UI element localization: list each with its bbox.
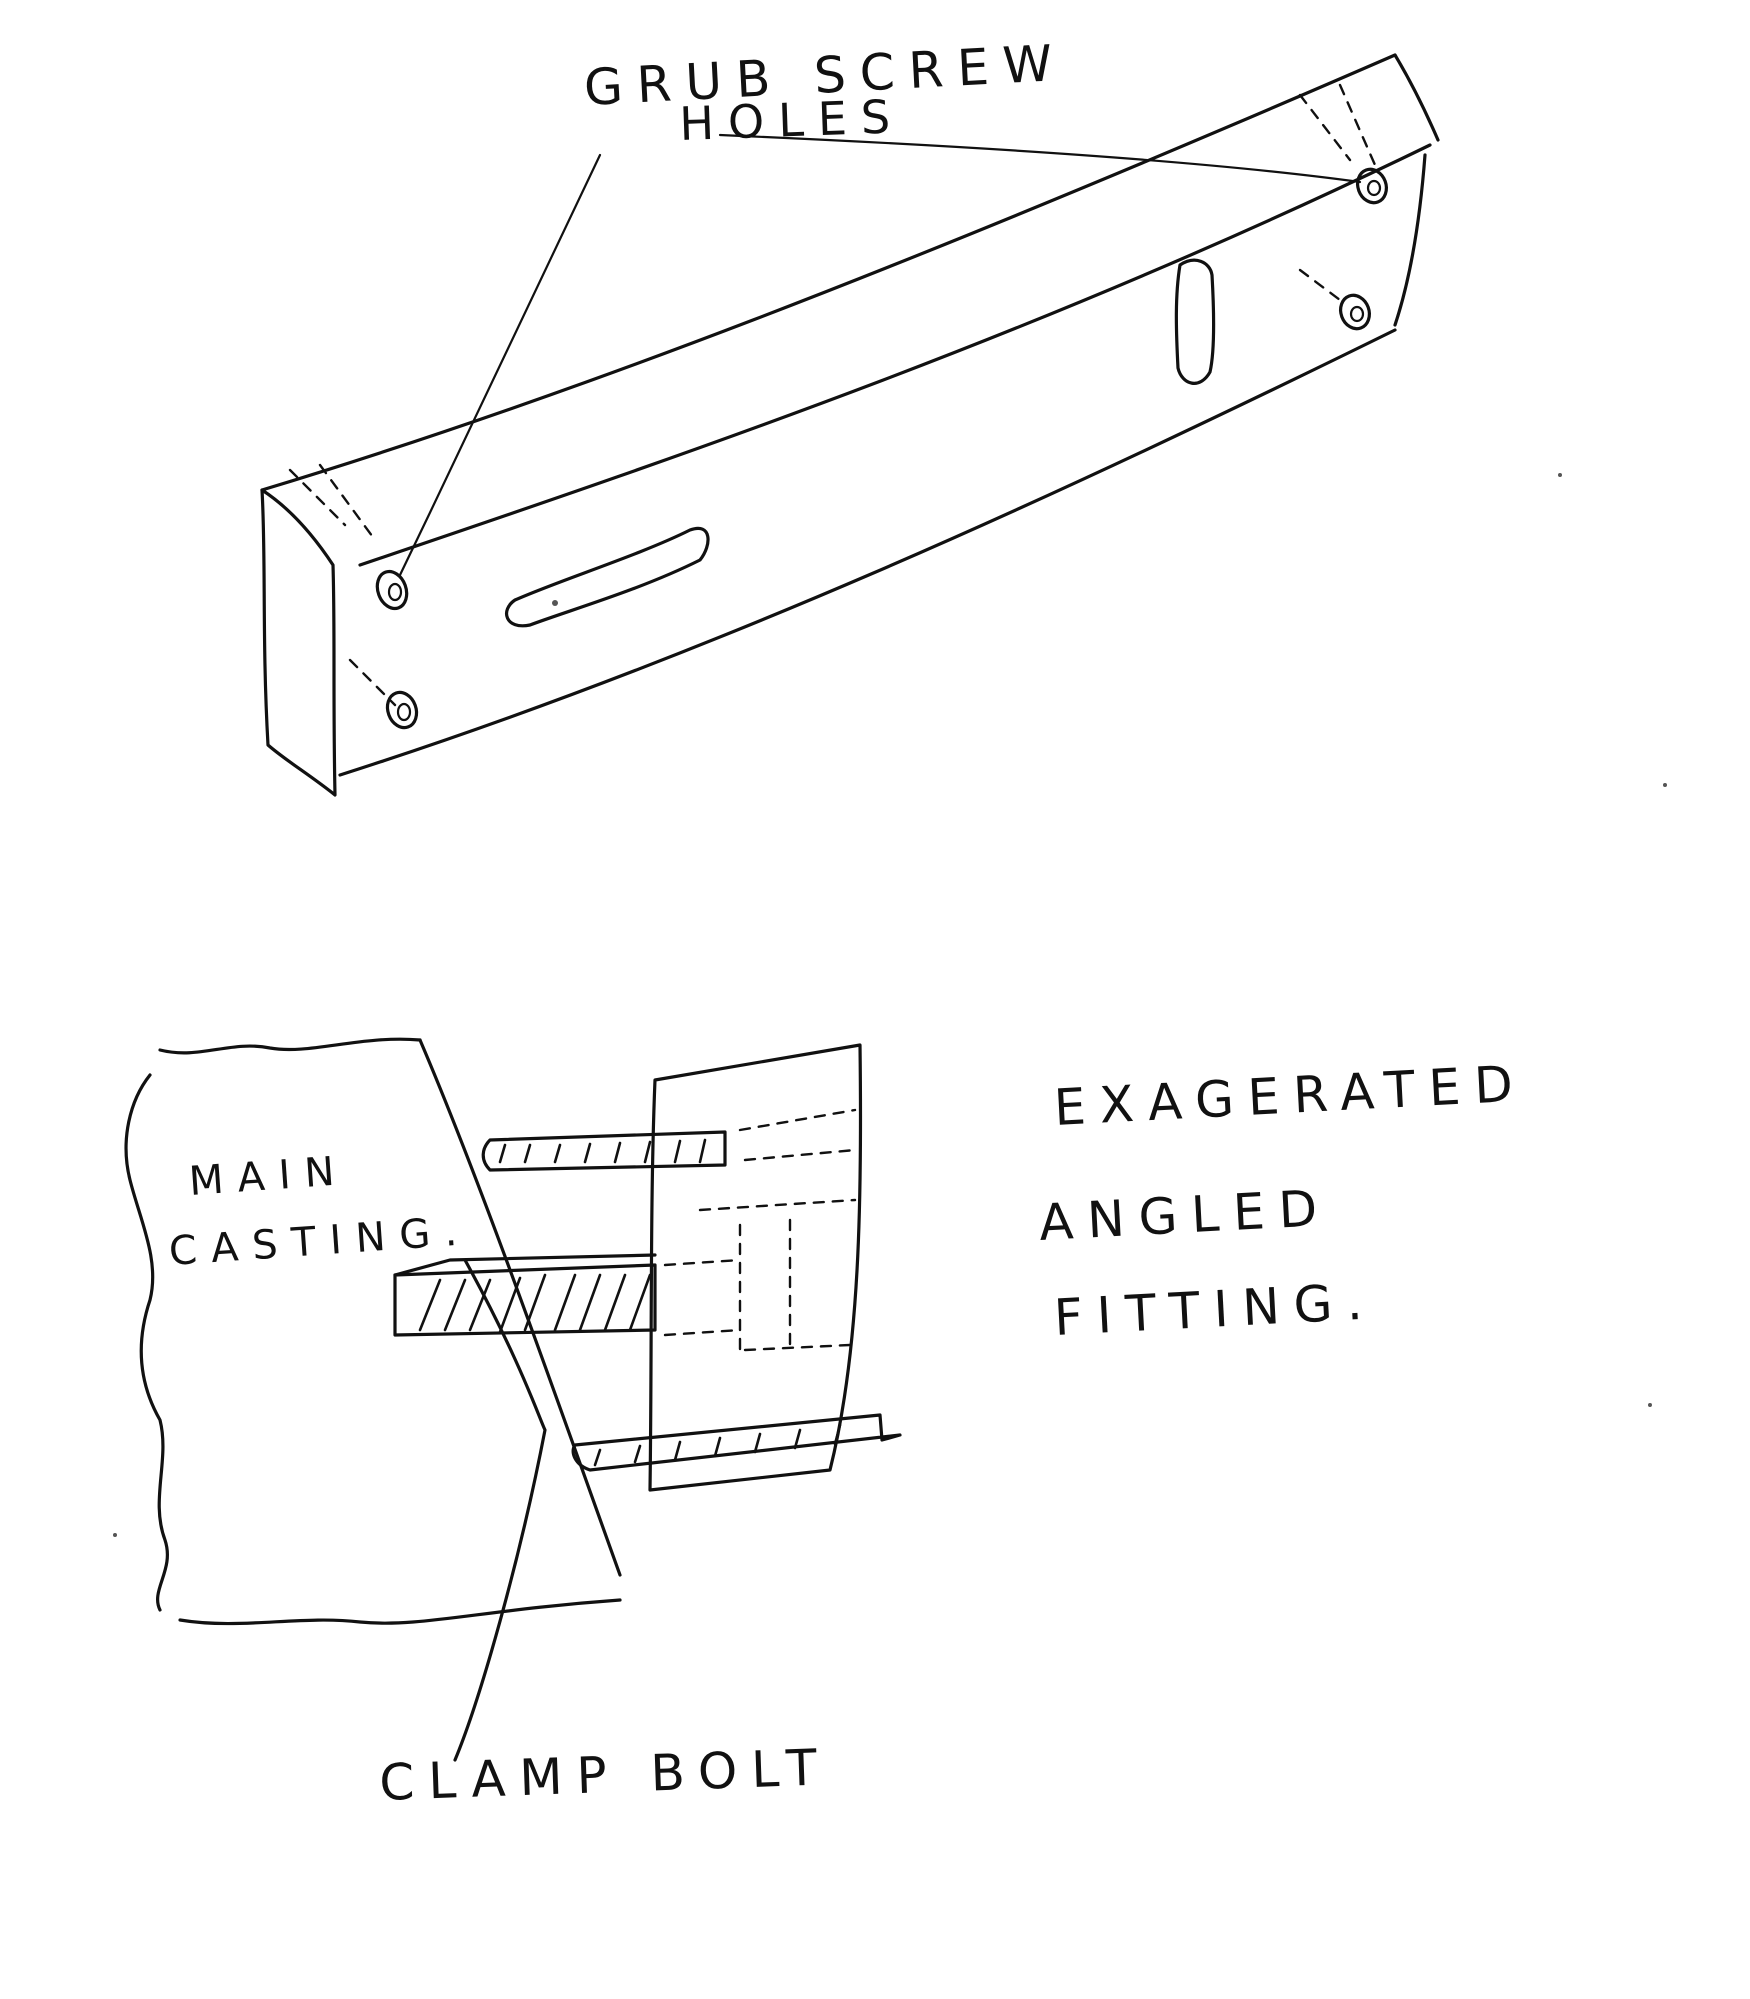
fitting-hidden-line bbox=[698, 1198, 857, 1212]
middle-rod-top-wedge bbox=[393, 1253, 657, 1277]
middle-rod-hatch bbox=[418, 1273, 652, 1334]
lower-rod-hatch bbox=[593, 1423, 842, 1467]
label-main: MAIN bbox=[187, 1148, 349, 1205]
grub-screw-hole bbox=[385, 690, 419, 730]
fitting-plate bbox=[648, 1043, 863, 1492]
label-clamp-bolt: CLAMP BOLT bbox=[378, 1738, 831, 1812]
label-note-line2: ANGLED bbox=[1038, 1179, 1333, 1252]
paper-speck bbox=[113, 1533, 117, 1537]
bar-front-bottom-edge bbox=[338, 328, 1397, 777]
lower-rod bbox=[571, 1413, 902, 1472]
grub-screw-hole-inner bbox=[1349, 305, 1365, 323]
grub-screw-hole-inner bbox=[1366, 179, 1382, 197]
grub-screw-hole bbox=[1339, 293, 1371, 331]
grub-screw-hole bbox=[375, 569, 409, 611]
fitting-hidden-line bbox=[743, 1343, 852, 1352]
bar-slot-horizontal bbox=[505, 526, 710, 628]
fitting-hidden-line bbox=[663, 1258, 742, 1267]
middle-rod bbox=[393, 1263, 657, 1337]
grub-screw-hole bbox=[1356, 167, 1388, 205]
leader-line-left bbox=[398, 153, 602, 577]
label-note-line3: FITTING. bbox=[1053, 1272, 1378, 1347]
paper-speck bbox=[1648, 1403, 1652, 1407]
bar-left-end-face bbox=[260, 488, 337, 797]
bar-hidden-line bbox=[288, 468, 347, 527]
bar-top-back-edge bbox=[260, 53, 1397, 492]
section-view bbox=[124, 1037, 902, 1762]
bar-hidden-line bbox=[318, 463, 377, 542]
fitting-hidden-line bbox=[663, 1328, 742, 1337]
bar-right-end-top bbox=[1393, 53, 1440, 142]
bar-hidden-line bbox=[348, 658, 397, 707]
casting-angled-face bbox=[418, 1038, 622, 1577]
bar-slot-vertical bbox=[1174, 258, 1216, 385]
fitting-hidden-line bbox=[738, 1108, 857, 1132]
paper-speck bbox=[1558, 473, 1562, 477]
slot-dot bbox=[552, 600, 558, 606]
label-note-line1: EXAGERATED bbox=[1053, 1054, 1529, 1137]
main-casting-outline bbox=[124, 1037, 622, 1626]
upper-rod-hatch bbox=[498, 1138, 707, 1164]
bar-hidden-line bbox=[1298, 93, 1352, 162]
bar-right-end-edge bbox=[1393, 153, 1427, 327]
bar-hidden-line bbox=[1338, 83, 1377, 167]
isometric-bar bbox=[260, 53, 1440, 797]
label-holes: HOLES bbox=[678, 89, 904, 151]
grub-screw-hole-inner bbox=[387, 582, 403, 602]
bar-hidden-line bbox=[1298, 268, 1342, 302]
paper-speck bbox=[1663, 783, 1667, 787]
upper-rod bbox=[481, 1130, 727, 1172]
fitting-hidden-line bbox=[743, 1148, 857, 1162]
leader-line-right bbox=[718, 133, 1362, 184]
bar-top-front-edge bbox=[358, 143, 1432, 567]
clamp-bolt-line bbox=[453, 1258, 547, 1762]
grub-screw-hole-inner bbox=[396, 702, 412, 722]
